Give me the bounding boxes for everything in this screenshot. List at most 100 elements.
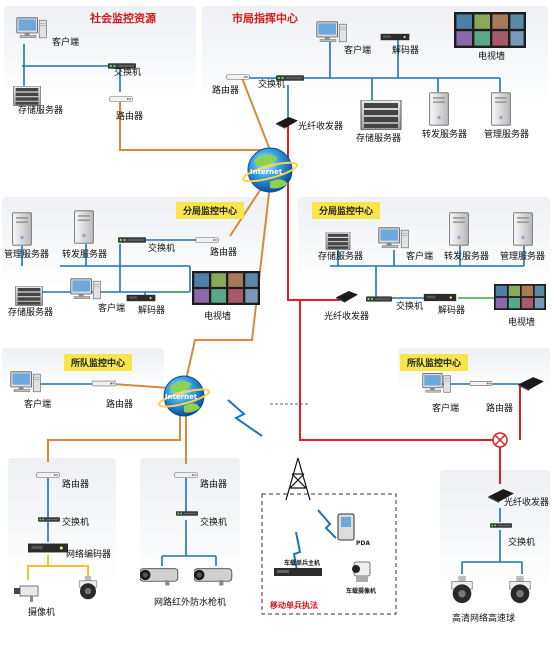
br-tvwall-label: 电视墙: [508, 318, 536, 328]
br-fiber-label: 光纤收发器: [324, 312, 370, 322]
cam2-switch-label: 交换机: [200, 518, 228, 528]
camera-panel-2: [140, 458, 240, 642]
bl-decoder-label: 解码器: [138, 306, 166, 316]
bl-decoder-icon: [126, 294, 156, 302]
city-forward-server-icon: [429, 92, 449, 126]
sl-client-label: 客户端: [24, 400, 52, 410]
social-client-label: 客户端: [52, 38, 80, 48]
internet-globe-bottom: [157, 375, 211, 417]
pda-icon: [337, 513, 355, 541]
cam1-router-icon: [36, 472, 60, 478]
bl-storage-label: 存储服务器: [8, 308, 54, 318]
bl-forward-label: 转发服务器: [62, 250, 108, 260]
cam1-dome-icon: [78, 576, 98, 600]
bl-client-icon: [70, 278, 101, 300]
br-switch-icon: [366, 295, 392, 303]
station-right-title: 所队监控中心: [400, 354, 469, 371]
bl-switch-label: 交换机: [148, 244, 176, 254]
city-client-icon: [316, 21, 347, 43]
br-storage-label: 存储服务器: [318, 252, 364, 262]
dome-fiber-label: 光纤收发器: [504, 498, 550, 508]
cam1-router-label: 路由器: [62, 480, 90, 490]
dome-hd-label: 高清网络高速球: [452, 614, 516, 624]
city-manage-server-icon: [491, 92, 511, 126]
br-decoder-icon: [423, 293, 457, 302]
sr-client-icon: [422, 373, 451, 393]
red-crossover-marker: [492, 432, 508, 448]
city-decoder-label: 解码器: [392, 46, 420, 56]
cam1-encoder-icon: [28, 543, 68, 553]
sr-fiber-icon: [518, 377, 544, 391]
cam1-box-camera-icon: [14, 585, 39, 602]
city-manage-label: 管理服务器: [484, 130, 530, 140]
sr-router-icon: [470, 380, 492, 387]
internet-label-top: Internet: [250, 168, 283, 176]
br-fiber-icon: [336, 291, 358, 303]
bl-manage-label: 管理服务器: [4, 250, 50, 260]
social-router-label: 路由器: [116, 112, 144, 122]
cam2-ir-label: 网路红外防水枪机: [154, 598, 227, 608]
bl-manage-server-icon: [12, 212, 32, 246]
mobile-host-label: 车载单兵主机: [284, 560, 321, 567]
social-switch-label: 交换机: [114, 68, 142, 78]
city-storage-label: 存储服务器: [356, 134, 402, 144]
bl-router-icon: [195, 237, 219, 243]
station-left-title: 所队监控中心: [64, 354, 133, 371]
dome-switch-label: 交换机: [508, 538, 536, 548]
internet-globe-top: [241, 147, 299, 193]
sr-router-label: 路由器: [486, 404, 514, 414]
br-manage-server-icon: [513, 212, 533, 246]
cam1-encoder-label: 网络编码器: [66, 550, 112, 560]
city-tvwall-icon: [454, 12, 526, 48]
sl-client-icon: [10, 371, 41, 393]
cam1-camera-label: 摄像机: [28, 608, 56, 618]
cam2-router-icon: [174, 472, 198, 478]
social-title: 社会监控资源: [90, 12, 156, 25]
yellow-links: [27, 555, 89, 580]
cam2-router-label: 路由器: [200, 480, 228, 490]
pda-label: PDA: [356, 540, 371, 547]
cam2-switch-icon: [176, 510, 198, 517]
bl-tvwall-label: 电视墙: [204, 312, 232, 322]
br-manage-label: 管理服务器: [500, 252, 546, 262]
bl-forward-server-icon: [74, 210, 94, 244]
internet-label-bottom: Internet: [165, 393, 198, 401]
sl-router-label: 路由器: [106, 400, 134, 410]
city-forward-label: 转发服务器: [422, 130, 468, 140]
city-title: 市局指挥中心: [232, 12, 298, 25]
cam1-switch-icon: [38, 516, 60, 523]
br-client-icon: [378, 227, 409, 249]
br-switch-label: 交换机: [396, 302, 424, 312]
radio-tower-icon: [285, 457, 311, 501]
mobile-host-icon: [274, 568, 322, 576]
social-router-icon: [109, 96, 133, 102]
vehicle-camera-icon: [352, 561, 371, 582]
bl-tvwall-icon: [192, 271, 260, 305]
social-storage-label: 存储服务器: [18, 106, 64, 116]
sl-router-icon: [92, 380, 116, 387]
city-decoder-icon: [380, 33, 410, 41]
city-router-icon: [226, 74, 250, 80]
city-client-label: 客户端: [344, 46, 372, 56]
sr-client-label: 客户端: [432, 404, 460, 414]
cam2-gun-right-icon: [194, 568, 233, 586]
city-switch-label: 交换机: [258, 80, 286, 90]
social-client-icon: [16, 17, 47, 39]
vehicle-cam-label: 车载摄像机: [346, 588, 377, 595]
br-client-label: 客户端: [406, 252, 434, 262]
bl-switch-icon: [118, 236, 146, 244]
bl-client-label: 客户端: [98, 304, 126, 314]
wireless-links: [227, 399, 337, 577]
green-links: [160, 291, 496, 299]
cam1-switch-label: 交换机: [62, 518, 90, 528]
br-forward-server-icon: [449, 212, 469, 246]
bl-storage-icon: [15, 286, 43, 306]
city-fiber-label: 光纤收发器: [298, 122, 344, 132]
city-storage-icon: [360, 100, 402, 130]
dome-right-icon: [509, 576, 531, 604]
cam2-gun-left-icon: [140, 568, 179, 586]
dome-left-icon: [451, 576, 473, 604]
br-decoder-label: 解码器: [438, 306, 466, 316]
branch-left-title: 分局监控中心: [176, 202, 245, 219]
